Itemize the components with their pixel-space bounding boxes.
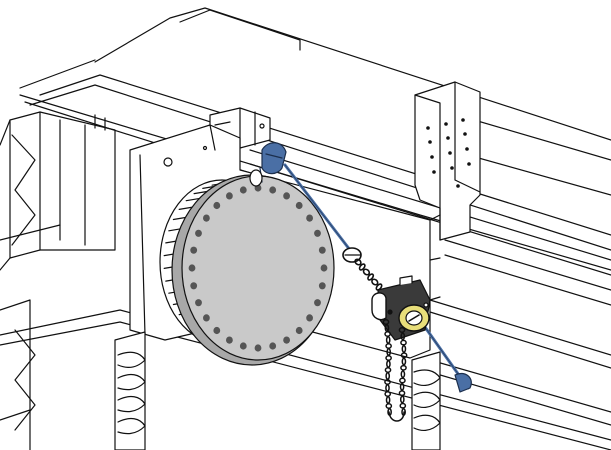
chain-hoist: [371, 275, 441, 341]
hand-chain-link: [399, 402, 407, 409]
hand-chain-link: [401, 357, 407, 366]
hand-chain-link: [399, 377, 406, 384]
hand-chain-link: [385, 355, 392, 361]
bolt-hole: [306, 214, 313, 222]
flange-face: [181, 175, 335, 361]
bolt-hole: [254, 344, 262, 352]
plate-hole: [430, 155, 434, 159]
hand-chain-link: [386, 360, 391, 368]
bolt-hole: [269, 342, 277, 350]
chain-link: [358, 263, 366, 271]
bolt-hole: [226, 336, 233, 344]
bolt-hole: [239, 186, 247, 194]
plate-hole: [465, 147, 469, 151]
plate-hole: [426, 126, 430, 130]
hand-chain-link: [398, 327, 406, 333]
bolt-hole: [188, 264, 196, 272]
chain-link: [375, 283, 383, 291]
bolt-hole: [283, 192, 290, 200]
bolt-hole: [306, 314, 313, 322]
plate-hole: [428, 140, 432, 144]
bolt-hole: [213, 201, 221, 210]
hand-chain-link: [385, 403, 393, 409]
background-structure: [0, 7, 611, 450]
hand-chain-link: [400, 352, 408, 359]
bolt-hole: [203, 314, 210, 322]
hand-chain-link: [400, 339, 407, 346]
bolt-hole: [295, 326, 303, 335]
chain-link: [367, 273, 375, 281]
bolt-hole: [213, 326, 221, 335]
mounting-hole: [163, 157, 173, 167]
plate-hole: [456, 184, 460, 188]
bolt-hole: [283, 336, 290, 344]
bolt-hole: [203, 214, 210, 222]
bolt-hole: [190, 282, 198, 290]
chain-link: [362, 268, 371, 276]
plate-hole: [444, 122, 448, 126]
bolt-hole: [239, 342, 247, 350]
lower-guide-left: [114, 331, 146, 450]
hand-chain-link: [401, 344, 407, 353]
bolt-hole: [314, 299, 321, 307]
bolt-hole: [190, 246, 198, 254]
blind-flange: [171, 174, 335, 366]
hand-chain-link: [400, 370, 406, 379]
bolt-hole: [195, 229, 202, 237]
plate-holes: [426, 118, 471, 188]
bolt-hole: [295, 201, 303, 210]
bolt-hole: [318, 282, 326, 290]
hand-chain-bottom: [388, 411, 405, 422]
hand-chain-link: [384, 379, 391, 385]
plate-hole: [461, 118, 465, 122]
plate-hole: [432, 170, 436, 174]
lifting-sling: [249, 142, 472, 393]
bolt-hole: [226, 192, 233, 200]
plate-hole: [467, 162, 471, 166]
hand-chain-link: [399, 395, 405, 404]
plate-hole: [463, 132, 467, 136]
lower-guide-right: [411, 351, 441, 450]
chain-link: [354, 258, 362, 266]
hand-chain-link: [398, 390, 406, 397]
hand-chain-link: [384, 367, 392, 373]
bolt-hole: [195, 299, 202, 307]
hand-chain-link: [382, 319, 390, 325]
hand-chain-loop: [382, 319, 408, 422]
plate-hole: [450, 166, 454, 170]
chain-link: [371, 278, 379, 286]
hand-chain-link: [385, 396, 391, 404]
plate-hole: [446, 136, 450, 140]
bolt-hole: [314, 229, 321, 237]
hand-chain-link: [384, 391, 392, 397]
shackle-and-chain: [342, 247, 383, 291]
hand-chain-link: [400, 332, 406, 341]
chain-upper: [354, 258, 383, 291]
hand-chain-link: [385, 384, 390, 392]
bolt-hole: [320, 264, 328, 272]
hand-chain-link: [400, 364, 407, 371]
plate-hole: [448, 151, 452, 155]
bolt-hole: [269, 186, 277, 194]
hand-chain-link: [399, 382, 405, 391]
perforated-plate: [414, 81, 481, 241]
bolt-hole: [318, 246, 326, 254]
hand-chain-link: [385, 372, 391, 380]
